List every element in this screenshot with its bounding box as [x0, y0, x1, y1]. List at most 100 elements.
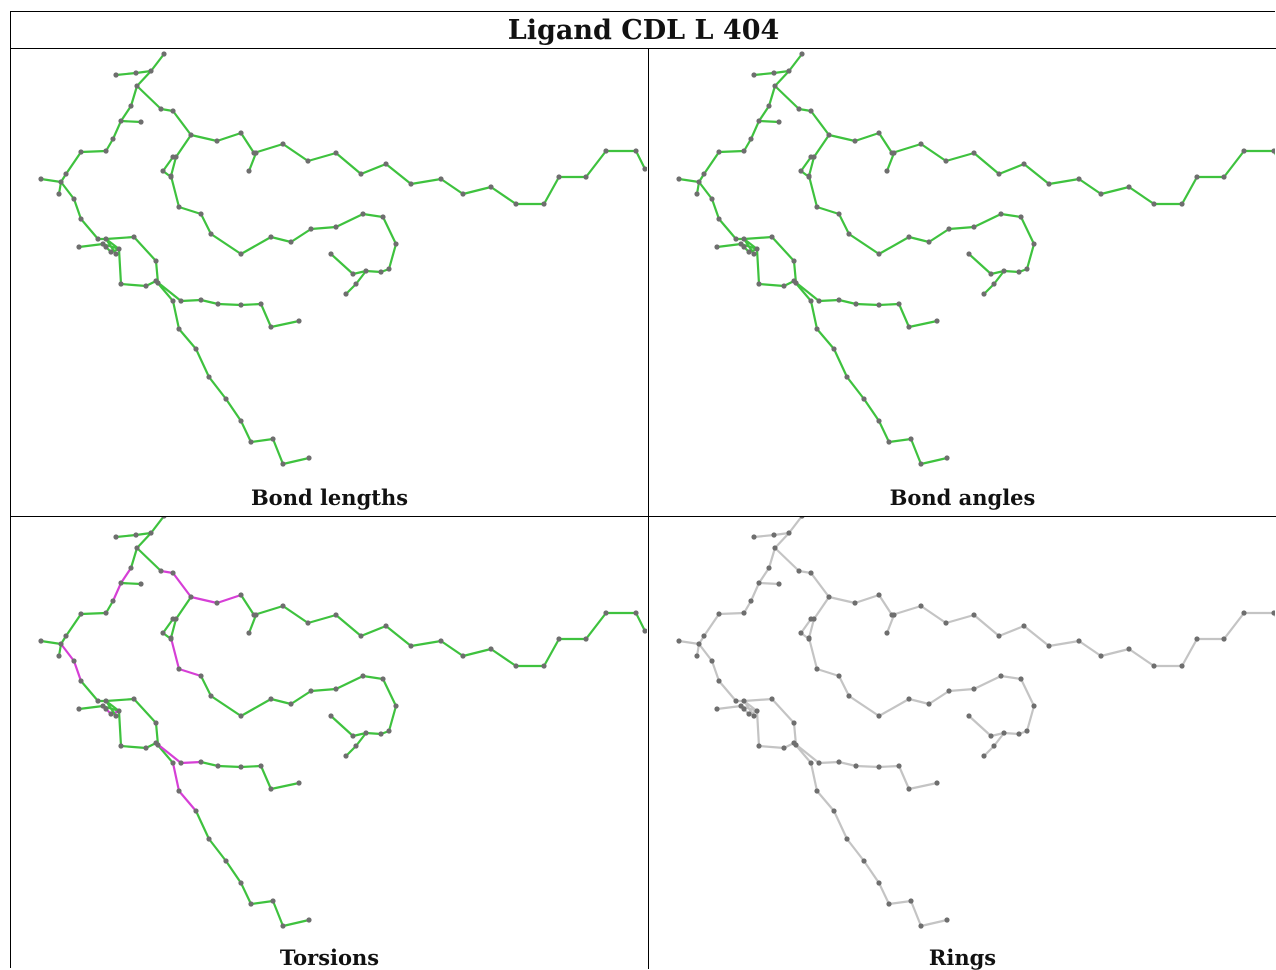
atom-marker	[918, 461, 924, 467]
atom-marker	[756, 281, 762, 287]
atom-marker	[393, 241, 399, 247]
atom-marker	[846, 693, 852, 699]
atom-marker	[76, 706, 82, 712]
bond-line	[919, 456, 949, 466]
atom-marker	[103, 244, 109, 250]
atom-marker	[1076, 176, 1082, 182]
atom-marker	[153, 258, 159, 264]
atom-marker	[556, 636, 562, 642]
atom-marker	[408, 181, 414, 187]
bond-line	[999, 212, 1023, 219]
bond-line	[306, 151, 338, 163]
bond-line	[584, 149, 608, 179]
atom-marker	[170, 760, 176, 766]
bond-line	[64, 150, 83, 176]
bond-line	[717, 679, 738, 703]
bond-line	[114, 533, 138, 539]
atom-marker	[270, 898, 276, 904]
bond-line	[247, 151, 258, 173]
atom-marker	[78, 149, 84, 155]
atom-marker	[343, 291, 349, 297]
bond-line	[119, 119, 143, 124]
bond-line	[697, 642, 714, 663]
atom-marker	[876, 130, 882, 136]
bond-line	[239, 697, 273, 718]
bond-line	[877, 764, 901, 769]
bond-line	[634, 611, 647, 633]
atom-marker	[926, 239, 932, 245]
atom-marker	[642, 166, 647, 172]
bond-line	[271, 899, 285, 928]
atom-marker	[1241, 610, 1247, 616]
atom-marker	[158, 106, 164, 112]
atom-marker	[876, 764, 882, 770]
atom-marker	[943, 158, 949, 164]
atom-marker	[918, 141, 924, 147]
bond-line	[215, 131, 243, 143]
atom-marker	[861, 396, 867, 402]
bond-line	[489, 185, 518, 206]
bond-line	[329, 714, 355, 738]
atom-marker	[852, 138, 858, 144]
panel-rings: Rings	[649, 517, 1276, 970]
bond-line	[174, 595, 193, 621]
bond-line	[79, 217, 100, 241]
atom-marker	[253, 150, 259, 156]
bond-line	[207, 837, 228, 863]
atom-marker	[78, 216, 84, 222]
atom-marker	[772, 545, 778, 551]
bond-line	[384, 624, 413, 648]
atom-marker	[844, 836, 850, 842]
bond-line	[837, 674, 851, 698]
bond-line	[135, 531, 153, 550]
atom-marker	[58, 641, 64, 647]
atom-marker	[1076, 638, 1082, 644]
bond-line	[997, 162, 1026, 176]
atom-marker	[1031, 703, 1037, 709]
bond-line	[161, 617, 175, 635]
atom-marker	[1098, 191, 1104, 197]
atom-marker	[814, 204, 820, 210]
atom-marker	[116, 246, 122, 252]
atom-marker	[270, 436, 276, 442]
bond-line	[104, 235, 136, 241]
atom-marker	[799, 517, 805, 519]
bond-line	[239, 302, 263, 307]
bond-line	[72, 197, 83, 221]
atom-marker	[134, 545, 140, 551]
atom-marker	[176, 204, 182, 210]
bond-line	[992, 731, 1006, 748]
bond-line	[755, 247, 761, 286]
atom-marker	[991, 743, 997, 749]
bond-line	[853, 131, 881, 143]
atom-marker	[701, 633, 707, 639]
bond-line	[773, 546, 801, 573]
bond-line	[209, 694, 243, 718]
atom-marker	[214, 138, 220, 144]
atom-marker	[756, 118, 762, 124]
bond-line	[717, 149, 746, 154]
atom-marker	[1046, 181, 1052, 187]
bond-line	[742, 697, 774, 703]
atom-marker	[816, 760, 822, 766]
atom-marker	[113, 534, 119, 540]
bond-line	[877, 235, 911, 256]
atom-marker	[358, 171, 364, 177]
atom-marker	[238, 251, 244, 257]
bond-line	[177, 789, 198, 813]
atom-marker	[709, 658, 715, 664]
atom-marker	[781, 745, 787, 751]
atom-marker	[134, 83, 140, 89]
atom-marker	[253, 612, 259, 618]
atom-marker	[148, 530, 154, 536]
bond-line	[837, 212, 851, 236]
bond-line	[877, 697, 911, 718]
atom-marker	[751, 72, 757, 78]
atom-marker	[288, 701, 294, 707]
bond-line	[807, 636, 819, 671]
bond-line	[715, 704, 743, 711]
atom-marker	[378, 269, 384, 275]
atom-marker	[178, 760, 184, 766]
atom-marker	[63, 633, 69, 639]
bond-line	[359, 624, 388, 638]
